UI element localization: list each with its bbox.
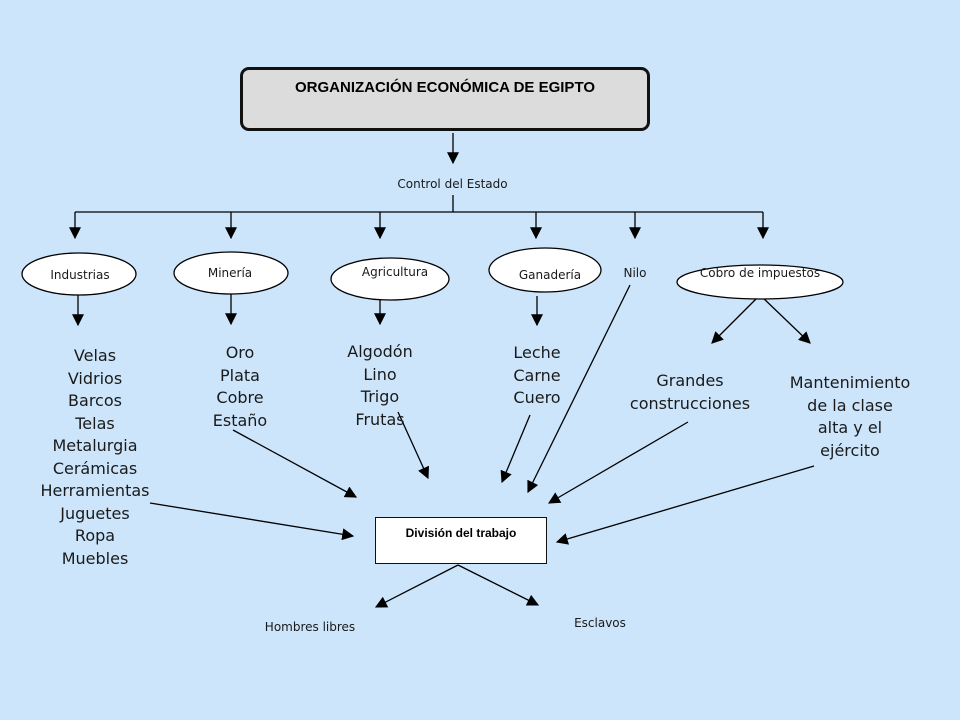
arrow-nilo-division: [527, 284, 631, 494]
list-item: Grandes: [656, 371, 724, 390]
arrow-agricultura-division: [397, 411, 429, 480]
list-item: Herramientas: [40, 481, 150, 500]
ellipse-mineria: [173, 251, 289, 295]
list-item: Telas: [75, 413, 115, 433]
list-item: alta y el: [817, 418, 883, 437]
list-item: Cobre: [216, 388, 264, 407]
arrow-mantenimiento-division: [555, 465, 815, 545]
arrow-industrias-division: [149, 502, 355, 541]
category-industrias: Industrias: [50, 268, 110, 282]
outcome-hombres-libres: Hombres libres: [264, 620, 356, 634]
division-box: División del trabajo: [375, 517, 547, 564]
category-cobro: Cobro de impuestos: [699, 266, 821, 280]
list-item: Cerámicas: [52, 458, 138, 478]
list-item: Frutas: [355, 409, 405, 429]
list-item: Leche: [513, 343, 561, 362]
ellipse-ganaderia: [488, 247, 602, 293]
list-item: Algodón: [347, 342, 413, 361]
control-label: Control del Estado: [397, 177, 508, 191]
list-item: ejército: [820, 440, 880, 460]
arrow-mineria-division: [232, 429, 358, 498]
page-title: ORGANIZACIÓN ECONÓMICA DE EGIPTO: [294, 79, 595, 96]
arrow-division-hombres: [374, 564, 459, 608]
list-item: construcciones: [629, 393, 751, 413]
list-item: Juguetes: [60, 503, 130, 523]
arrow-grandes-division: [547, 421, 689, 504]
list-item: Mantenimiento: [789, 373, 911, 392]
list-item: Metalurgia: [52, 436, 138, 455]
ellipse-industrias: [21, 252, 137, 296]
list-item: Muebles: [61, 548, 129, 568]
list-item: Vidrios: [67, 368, 123, 388]
list-item: Oro: [225, 343, 255, 362]
list-industrias: Velas Vidrios Barcos Telas Metalurgia Ce…: [25, 345, 165, 570]
list-item: Carne: [513, 365, 561, 385]
list-item: de la clase: [807, 395, 893, 415]
ellipse-cobro: [676, 264, 844, 300]
list-item: Trigo: [360, 387, 400, 406]
list-item: Ropa: [74, 526, 116, 545]
list-item: Lino: [363, 364, 397, 384]
list-ganaderia: Leche Carne Cuero: [487, 342, 587, 410]
category-mineria: Minería: [207, 266, 253, 280]
list-agricultura: Algodón Lino Trigo Frutas: [330, 341, 430, 431]
list-mantenimiento: Mantenimiento de la clase alta y el ejér…: [770, 372, 930, 462]
division-label: División del trabajo: [405, 526, 517, 540]
list-grandes: Grandes construcciones: [610, 370, 770, 415]
list-mineria: Oro Plata Cobre Estaño: [190, 342, 290, 432]
category-nilo: Nilo: [623, 266, 647, 280]
list-item: Velas: [73, 346, 117, 365]
arrow-ganaderia-division: [500, 414, 531, 484]
list-item: Cuero: [513, 388, 561, 407]
arrow-cobro-grandes: [711, 294, 761, 344]
list-item: Plata: [220, 365, 260, 385]
title-box: ORGANIZACIÓN ECONÓMICA DE EGIPTO: [240, 67, 650, 131]
arrow-division-esclavos: [457, 564, 540, 606]
ellipse-agricultura: [330, 257, 450, 301]
list-item: Estaño: [212, 410, 268, 430]
category-ganaderia: Ganadería: [518, 268, 582, 282]
category-agricultura: Agricultura: [361, 265, 429, 279]
outcome-esclavos: Esclavos: [574, 616, 626, 630]
arrow-cobro-mantenimiento: [759, 294, 811, 344]
list-item: Barcos: [68, 391, 122, 410]
